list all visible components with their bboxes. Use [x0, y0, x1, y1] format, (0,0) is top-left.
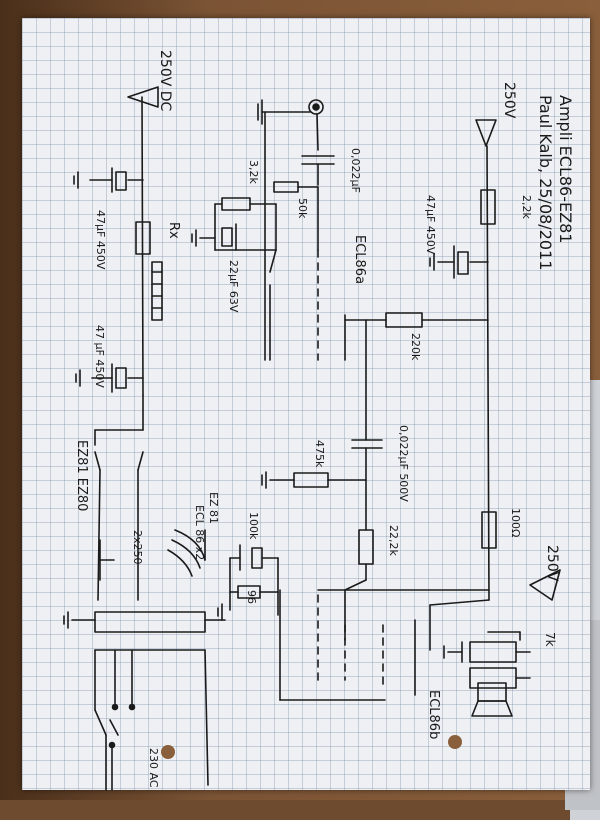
title-line2: Paul Kalb, 25/08/2011	[536, 95, 555, 270]
dc-rail-wire	[141, 96, 144, 396]
label-r-96: 96	[245, 590, 258, 604]
hv-supply-symbol	[475, 119, 497, 147]
power-transformer	[63, 539, 226, 633]
punch-hole-left	[161, 745, 175, 759]
output-stage	[414, 569, 561, 696]
label-supply-top: 250V	[501, 82, 517, 119]
label-tube-b: ECL86b	[426, 690, 441, 739]
input-coupling-capacitor	[301, 155, 335, 186]
label-r-100k: 100k	[247, 512, 260, 540]
label-pot-volume: 50k	[296, 198, 309, 219]
hundred-ohm-resistor	[481, 511, 497, 549]
speaker-icon	[471, 682, 513, 717]
label-supply-out: 250V	[544, 545, 560, 582]
label-rectifier: EZ81 EZ80	[74, 440, 89, 511]
feedback-network	[217, 544, 279, 621]
grid-resistor	[261, 471, 367, 489]
label-r-drop: 2,2k	[520, 195, 533, 219]
hv-filter-capacitor	[429, 245, 489, 279]
label-supply-dc: 250V DC	[157, 50, 173, 112]
dc-supply-symbol	[127, 86, 159, 108]
hv-dropping-resistor	[480, 189, 496, 225]
label-r-plate: 220k	[409, 333, 422, 361]
tube-b-outline	[279, 589, 490, 701]
mains-input-block	[94, 649, 209, 791]
rectifier-tube	[94, 394, 144, 601]
interstage-capacitor	[351, 319, 383, 531]
rx-resistor	[135, 221, 151, 255]
label-rx: Rx	[166, 222, 181, 239]
schematic-drawing: Ampli ECL86-EZ81 Paul Kalb, 25/08/2011 2…	[63, 50, 575, 791]
volume-potentiometer	[273, 181, 319, 251]
filter-capacitor-2	[75, 363, 144, 393]
label-r-series: 22,2k	[387, 525, 400, 556]
cathode-network	[191, 197, 277, 361]
label-transformer: 2x250	[131, 530, 144, 565]
label-cap-cathode: 22μF 63V	[227, 260, 240, 313]
label-heater-tubes: ECL 86 x2	[193, 505, 206, 560]
label-r-100: 100Ω	[509, 508, 522, 537]
heater-windings	[167, 529, 206, 577]
label-tube-a: ECL86a	[352, 235, 367, 284]
series-resistor	[344, 529, 374, 641]
filter-capacitor-1	[73, 167, 144, 193]
label-cap-filter-top: 47μF 450V	[424, 195, 437, 255]
label-r-7k: 7k	[543, 632, 557, 647]
label-r-grid: 475k	[313, 440, 326, 468]
label-heater: EZ 81	[207, 492, 220, 524]
label-cap-filter-dc1: 47μF 450V	[94, 210, 107, 270]
label-cap-filter-dc2: 47 μF 450V	[93, 325, 106, 388]
title-line1: Ampli ECL86-EZ81	[556, 95, 575, 243]
label-r-cathode: 3,2k	[247, 160, 260, 184]
punch-hole-right	[448, 735, 462, 749]
hv-rail-wire	[486, 145, 490, 601]
output-transformer	[443, 641, 531, 689]
label-cap-in: 0,022μF	[349, 148, 362, 193]
label-cap-mid: 0,022μF 500V	[397, 425, 410, 502]
choke-coil	[151, 261, 163, 321]
input-jack	[257, 99, 324, 361]
label-mains: 230 AC	[147, 748, 160, 788]
